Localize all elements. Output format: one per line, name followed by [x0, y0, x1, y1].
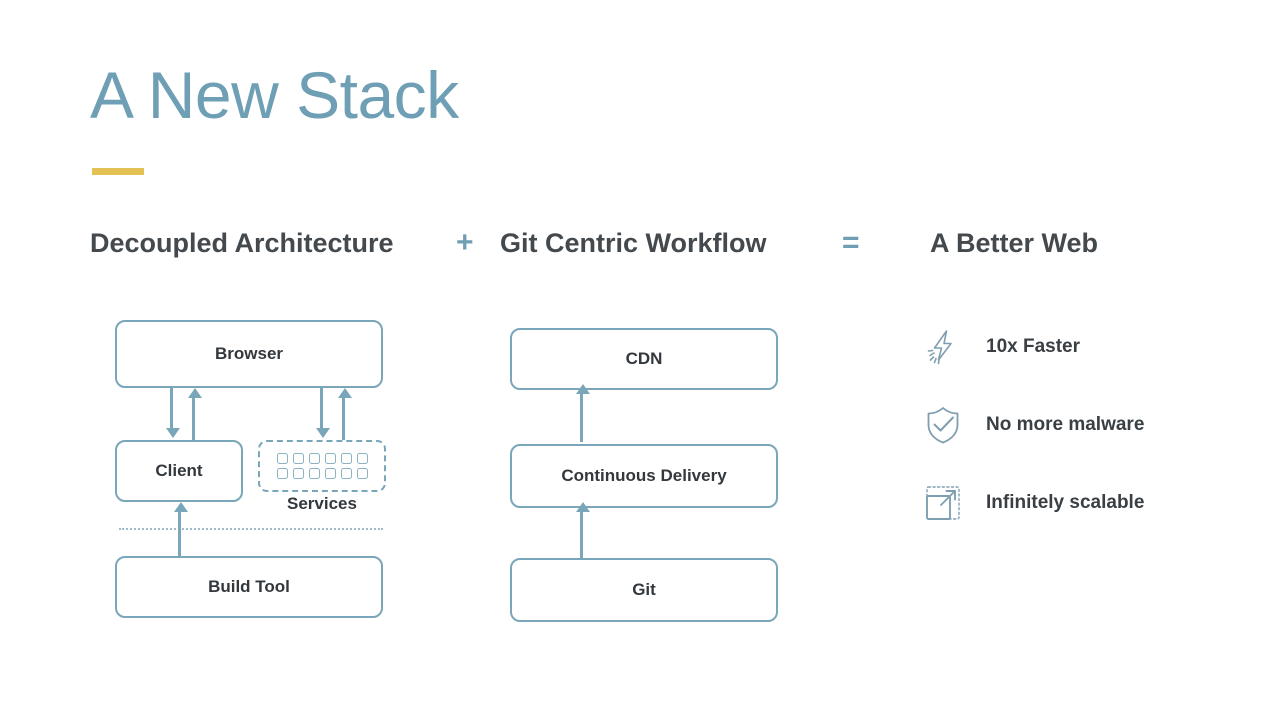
arrow-git-to-delivery — [580, 510, 583, 558]
benefit-item-malware: No more malware — [920, 386, 1220, 464]
architecture-diagram: Browser Client — [0, 0, 460, 720]
node-services-label: Services — [287, 494, 357, 513]
service-chip-icon — [292, 468, 304, 479]
benefits-list: 10x Faster No more malware Infinitely sc… — [920, 308, 1220, 542]
arrowhead-down-services — [316, 428, 330, 438]
services-chip-row — [276, 453, 368, 464]
service-chip-icon — [356, 468, 368, 479]
equation-row: Decoupled Architecture + Git Centric Wor… — [90, 222, 1190, 264]
equation-term-workflow: Git Centric Workflow — [500, 228, 767, 258]
arrowhead-up-cdn — [576, 384, 590, 394]
benefit-label-scalable: Infinitely scalable — [986, 492, 1145, 513]
arrow-browser-to-client — [170, 388, 173, 430]
arrowhead-down-client — [166, 428, 180, 438]
page-title: A New Stack — [90, 58, 459, 132]
arrowhead-up-delivery — [576, 502, 590, 512]
benefit-label-faster: 10x Faster — [986, 336, 1081, 357]
services-chip-row — [276, 468, 368, 479]
arrow-client-to-browser — [192, 398, 195, 440]
shield-check-icon — [920, 402, 966, 448]
node-cdn: CDN — [510, 328, 778, 390]
service-chip-icon — [340, 453, 352, 464]
equation-term-architecture: Decoupled Architecture — [90, 228, 394, 258]
expand-square-icon — [920, 480, 966, 526]
service-chip-icon — [276, 468, 288, 479]
service-chip-icon — [308, 468, 320, 479]
services-dashed-container — [258, 440, 386, 492]
node-continuous-delivery: Continuous Delivery — [510, 444, 778, 508]
service-chip-icon — [308, 453, 320, 464]
workflow-diagram: CDN Continuous Delivery Git — [510, 328, 778, 622]
arrowhead-up-browser-left — [188, 388, 202, 398]
title-accent-rule — [92, 168, 144, 175]
arrow-services-to-browser — [342, 398, 345, 440]
equals-operator-icon: = — [842, 226, 860, 259]
arrowhead-up-browser-right — [338, 388, 352, 398]
arrow-delivery-to-cdn — [580, 392, 583, 442]
plus-operator-icon: + — [456, 226, 474, 259]
benefit-item-faster: 10x Faster — [920, 308, 1220, 386]
equation-term-result: A Better Web — [930, 228, 1099, 258]
service-chip-icon — [340, 468, 352, 479]
lightning-bolt-icon — [920, 324, 966, 370]
dotted-build-boundary — [119, 528, 383, 530]
node-build-tool: Build Tool — [115, 556, 383, 618]
node-git: Git — [510, 558, 778, 622]
benefit-item-scalable: Infinitely scalable — [920, 464, 1220, 542]
arrow-browser-to-services — [320, 388, 323, 430]
service-chip-icon — [276, 453, 288, 464]
arrowhead-up-client — [174, 502, 188, 512]
service-chip-icon — [292, 453, 304, 464]
service-chip-icon — [356, 453, 368, 464]
service-chip-icon — [324, 468, 336, 479]
benefit-label-malware: No more malware — [986, 414, 1145, 435]
node-browser: Browser — [115, 320, 383, 388]
node-client: Client — [115, 440, 243, 502]
arrow-build-tool-to-client — [178, 512, 181, 558]
node-services-group: Services — [258, 440, 386, 513]
service-chip-icon — [324, 453, 336, 464]
